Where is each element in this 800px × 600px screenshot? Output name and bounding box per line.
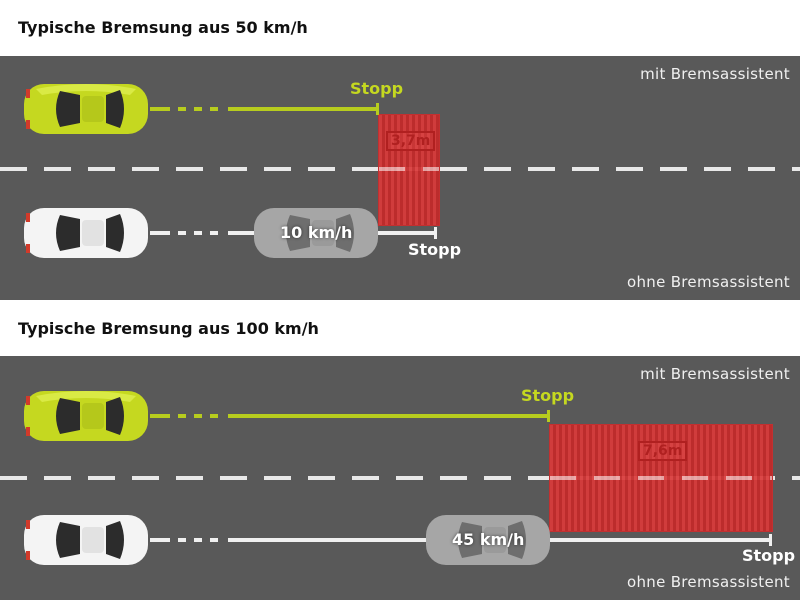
section-title-50: Typische Bremsung aus 50 km/h xyxy=(18,18,308,37)
assist-stop-marker xyxy=(547,410,550,422)
normal-stop-label: Stopp xyxy=(742,546,796,565)
distance-label: 7,6m xyxy=(638,441,688,461)
distance-label: 3,7m xyxy=(386,131,436,151)
ghost-car-impact xyxy=(254,208,378,258)
road-100: mit Bremsassistent ohne Bremsassistent 7… xyxy=(0,356,800,600)
car-with-assist xyxy=(24,84,148,134)
impact-speed-label: 10 km/h xyxy=(280,223,353,242)
car-without-assist xyxy=(24,515,148,565)
impact-speed-label: 45 km/h xyxy=(452,530,525,549)
assist-stop-label: Stopp xyxy=(350,79,404,98)
normal-stop-marker xyxy=(434,227,437,239)
assist-path-dash xyxy=(150,107,170,111)
label-with-assist: mit Bremsassistent xyxy=(640,65,790,83)
label-without-assist: ohne Bremsassistent xyxy=(627,273,790,291)
normal-path-line xyxy=(228,538,428,542)
label-with-assist: mit Bremsassistent xyxy=(640,365,790,383)
car-without-assist xyxy=(24,208,148,258)
label-without-assist: ohne Bremsassistent xyxy=(627,573,790,591)
car-with-assist xyxy=(24,391,148,441)
lane-divider xyxy=(0,476,800,480)
normal-stop-label: Stopp xyxy=(408,240,462,259)
normal-path-line xyxy=(228,231,258,235)
section-title-100: Typische Bremsung aus 100 km/h xyxy=(18,319,319,338)
assist-stop-marker xyxy=(376,103,379,115)
assist-path-line xyxy=(228,107,378,111)
assist-stop-label: Stopp xyxy=(521,386,575,405)
road-50: mit Bremsassistent ohne Bremsassistent 3… xyxy=(0,56,800,300)
normal-stop-marker xyxy=(769,534,772,546)
assist-path-line xyxy=(228,414,549,418)
ghost-car-impact xyxy=(426,515,550,565)
